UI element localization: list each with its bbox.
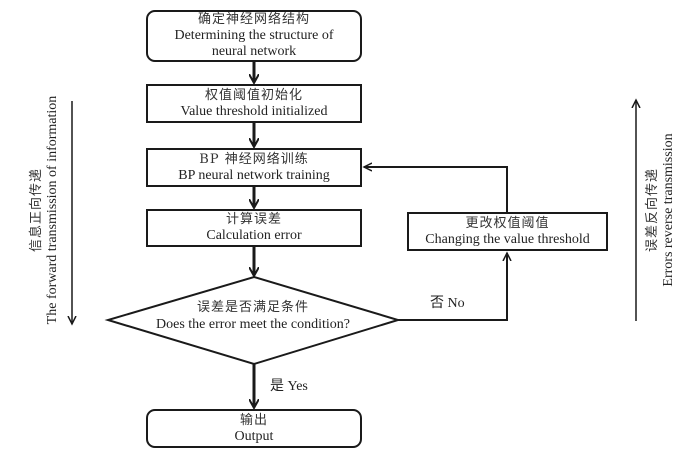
step-error-zh: 计算误差 — [225, 212, 282, 227]
decision-text: 误差是否满足条件 Does the error meet the conditi… — [108, 299, 398, 333]
step-training-zh: BP 神经网络训练 — [199, 151, 309, 167]
step-structure: 确定神经网络结构 Determining the structure of ne… — [146, 10, 362, 62]
reverse-label-zh: 误差反向传递 — [644, 168, 659, 253]
forward-label-en: The forward transmission of information — [45, 95, 60, 325]
decision-zh: 误差是否满足条件 — [196, 300, 309, 315]
step-init-zh: 权值阈值初始化 — [204, 87, 303, 103]
reverse-transmission-label: 误差反向传递 Errors reverse transmission — [643, 110, 677, 310]
step-training: BP 神经网络训练 BP neural network training — [146, 148, 362, 187]
step-change-zh: 更改权值阈值 — [465, 215, 550, 231]
reverse-label-en: Errors reverse transmission — [661, 133, 676, 287]
step-output: 输出 Output — [146, 409, 362, 448]
branch-yes-label: 是 Yes — [270, 379, 308, 394]
step-output-en: Output — [234, 428, 274, 444]
step-error-en: Calculation error — [206, 228, 302, 243]
forward-label-zh: 信息正向传递 — [28, 168, 43, 253]
decision-en: Does the error meet the condition? — [156, 317, 350, 332]
decision-diamond — [104, 275, 402, 366]
step-change-en: Changing the value threshold — [425, 231, 590, 247]
arrow-loop-back — [364, 167, 508, 212]
step-structure-en-2: neural network — [211, 44, 297, 59]
forward-transmission-label: 信息正向传递 The forward transmission of infor… — [27, 60, 61, 360]
step-structure-en-1: Determining the structure of — [174, 28, 334, 43]
branch-no-label: 否 No — [430, 296, 465, 311]
arrow-no-branch — [398, 253, 507, 321]
step-init: 权值阈值初始化 Value threshold initialized — [146, 84, 362, 123]
step-structure-zh: 确定神经网络结构 — [197, 12, 310, 27]
step-change: 更改权值阈值 Changing the value threshold — [407, 212, 608, 251]
step-output-zh: 输出 — [239, 412, 268, 428]
step-training-en: BP neural network training — [178, 167, 330, 183]
step-init-en: Value threshold initialized — [180, 103, 328, 119]
step-error: 计算误差 Calculation error — [146, 209, 362, 247]
